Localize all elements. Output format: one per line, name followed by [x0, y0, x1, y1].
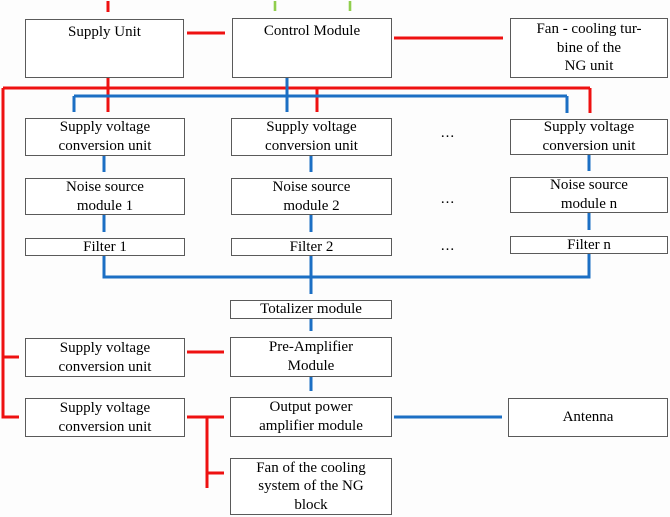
node-filter-2: Filter 2: [231, 238, 392, 256]
node-totalizer-module: Totalizer module: [230, 300, 392, 319]
node-output-power-amplifier: Output power amplifier module: [230, 397, 392, 437]
ellipsis-svcu-row: ...: [440, 125, 456, 141]
edge-filter-n-to-sum-bus: [311, 254, 591, 279]
node-fan-cooling-ng-block: Fan of the cooling system of the NG bloc…: [230, 458, 392, 515]
node-svcu-n: Supply voltage conversion unit: [510, 119, 668, 155]
ellipsis-noise-row: ...: [440, 191, 456, 207]
node-antenna: Antenna: [508, 398, 668, 437]
node-fan-cooling-turbine: Fan - cooling tur- bine of the NG unit: [510, 18, 668, 78]
node-pre-amplifier-module: Pre-Amplifier Module: [230, 337, 392, 377]
node-supply-unit: Supply Unit: [25, 19, 184, 78]
node-filter-1: Filter 1: [25, 238, 185, 256]
node-noise-source-1: Noise source module 1: [25, 178, 185, 215]
node-svcu-preamp: Supply voltage conversion unit: [25, 338, 185, 377]
node-noise-source-n: Noise source module n: [510, 177, 668, 213]
edge-filter1-to-sum-bus: [102, 256, 311, 279]
node-svcu-outamp: Supply voltage conversion unit: [25, 398, 185, 437]
ellipsis-filter-row: ...: [440, 238, 456, 254]
node-noise-source-2: Noise source module 2: [231, 178, 392, 215]
node-filter-n: Filter n: [510, 236, 668, 254]
red-power-bus-left-rail: [1, 88, 19, 419]
node-control-module: Control Module: [232, 18, 392, 78]
node-svcu-1: Supply voltage conversion unit: [25, 118, 185, 156]
node-svcu-2: Supply voltage conversion unit: [231, 118, 392, 156]
